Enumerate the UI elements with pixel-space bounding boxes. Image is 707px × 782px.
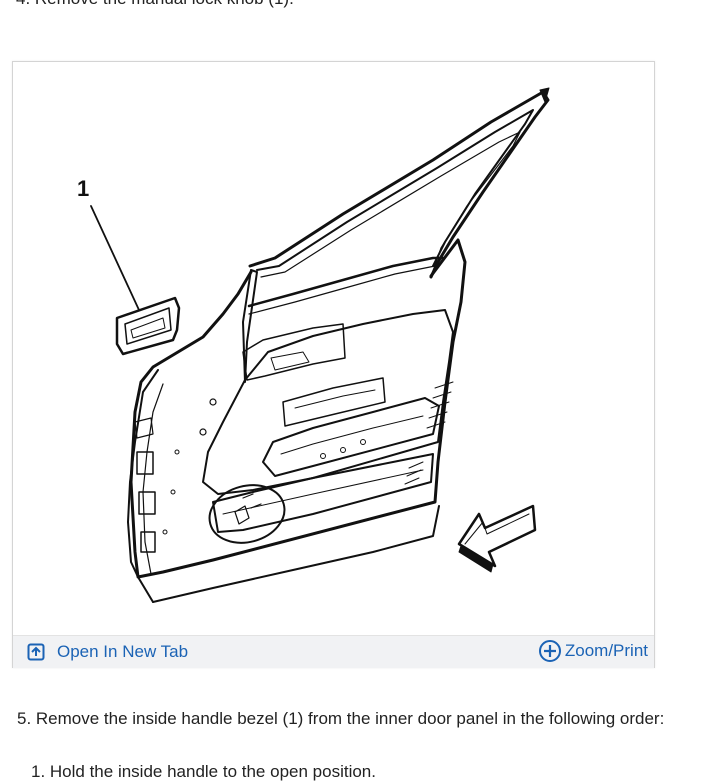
open-in-new-tab-link[interactable]: Open In New Tab: [27, 642, 188, 662]
callout-label-1: 1: [77, 176, 89, 201]
zoom-plus-icon: [538, 640, 561, 662]
previous-step-text: 4. Remove the manual lock knob (1).: [16, 0, 294, 9]
figure-toolbar: Open In New Tab Zoom/Print: [13, 635, 654, 668]
door-panel-illustration: 1: [77, 87, 550, 603]
zoom-print-link[interactable]: Zoom/Print: [538, 639, 648, 663]
open-in-new-tab-label: Open In New Tab: [57, 642, 189, 661]
substep-1-text: 1. Hold the inside handle to the open po…: [31, 762, 376, 781]
figure-container: 1 Open In New Tab Zoom/Print: [12, 61, 655, 668]
open-in-new-tab-icon: [27, 643, 45, 661]
zoom-print-label: Zoom/Print: [564, 641, 648, 660]
step-5-text: 5. Remove the inside handle bezel (1) fr…: [17, 709, 665, 728]
